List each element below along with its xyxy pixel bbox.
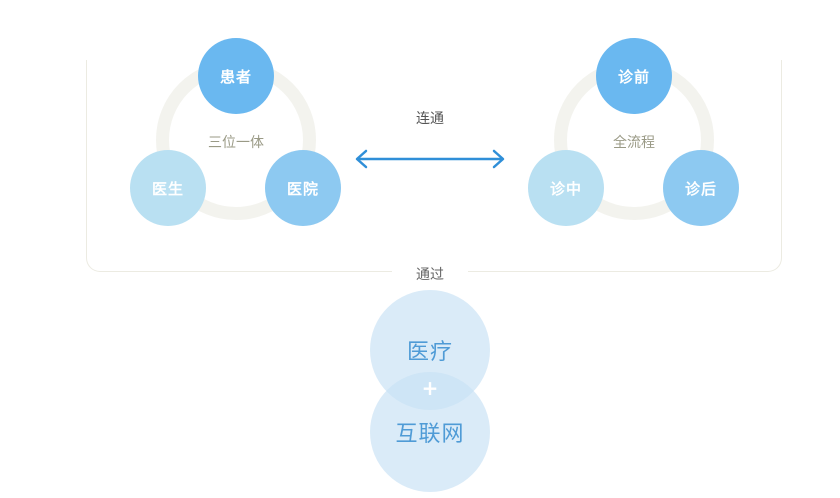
- left-triad: 三位一体 患者 医生 医院: [130, 38, 348, 248]
- node-hospital: 医院: [265, 150, 341, 226]
- plus-sign: +: [421, 376, 439, 400]
- node-post-visit: 诊后: [663, 150, 739, 226]
- bracket-gap: [392, 262, 468, 282]
- node-doctor: 医生: [130, 150, 206, 226]
- through-label: 通过: [416, 267, 444, 283]
- node-during-visit: 诊中: [528, 150, 604, 226]
- right-triad-center-label: 全流程: [613, 135, 655, 151]
- right-triad: 全流程 诊前 诊中 诊后: [528, 38, 746, 248]
- double-arrow-icon: [355, 149, 505, 169]
- bubble-internet: 互联网: [370, 372, 490, 492]
- connect-label: 连通: [416, 111, 444, 127]
- left-triad-center-label: 三位一体: [208, 135, 264, 151]
- node-pre-visit: 诊前: [596, 38, 672, 114]
- node-patient: 患者: [198, 38, 274, 114]
